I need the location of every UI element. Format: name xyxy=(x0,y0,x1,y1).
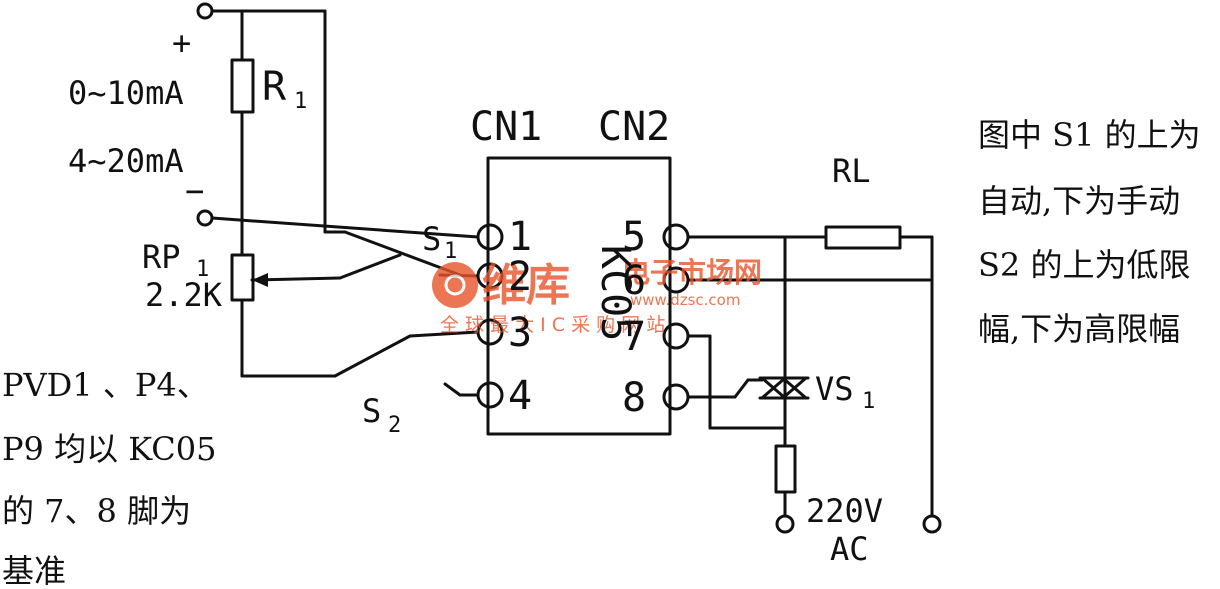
label-rp1-value: 2.2K xyxy=(145,276,223,314)
label-pin8: 8 xyxy=(622,375,646,421)
wires xyxy=(210,9,934,517)
watermark-title: 电子市场网 xyxy=(622,256,762,289)
label-pin7: 7 xyxy=(622,314,646,360)
watermark-logo-icon xyxy=(432,262,478,308)
left-note-line: P9 均以 KC05 xyxy=(2,430,217,468)
pin4-circle xyxy=(476,381,504,409)
label-pin4: 4 xyxy=(508,373,532,419)
right-note-line: 图中 S1 的上为 xyxy=(978,116,1201,154)
left-note-line: 基准 xyxy=(2,552,66,589)
chip-kc05 xyxy=(486,156,672,436)
label-range1: 0~10mA xyxy=(68,74,184,112)
label-r1-sub: 1 xyxy=(294,89,307,114)
pin3-circle xyxy=(476,318,504,346)
fuse xyxy=(774,444,797,494)
watermark-url: www.dzsc.com xyxy=(630,291,740,309)
label-plus: + xyxy=(172,24,191,62)
terminal-minus xyxy=(196,209,214,227)
pin6-circle xyxy=(662,266,690,294)
label-pin5: 5 xyxy=(622,214,646,260)
potentiometer-rp1 xyxy=(230,253,255,302)
left-note: PVD1 、P4、 P9 均以 KC05 的 7、8 脚为 基准 xyxy=(2,366,217,589)
label-range2: 4~20mA xyxy=(68,142,184,180)
wiper-arrow xyxy=(252,273,268,287)
label-s1: S xyxy=(422,220,441,258)
right-note: 图中 S1 的上为 自动,下为手动 S2 的上为低限 幅,下为高限幅 xyxy=(978,116,1201,348)
terminal-ac-2 xyxy=(922,514,942,534)
label-vs1: VS xyxy=(815,370,854,408)
pin-circles xyxy=(476,223,690,411)
left-note-line: 的 7、8 脚为 xyxy=(2,492,191,530)
label-pin6: 6 xyxy=(622,258,646,304)
resistor-r1 xyxy=(230,58,255,114)
triac-vs1 xyxy=(758,376,810,400)
watermark-tagline: 全 球 最 大 I C 采 购 网 站 xyxy=(440,314,665,336)
pin1-circle xyxy=(476,223,504,251)
label-s2: S xyxy=(362,392,381,430)
pin8-circle xyxy=(662,383,690,411)
label-chip: KC05 xyxy=(592,245,638,341)
right-note-line: S2 的上为低限 xyxy=(978,246,1190,284)
label-pin1: 1 xyxy=(508,214,532,260)
resistor-rl xyxy=(824,225,902,250)
label-s2-sub: 2 xyxy=(388,413,401,438)
label-minus: − xyxy=(185,172,204,210)
pin7-circle xyxy=(662,322,690,350)
terminals xyxy=(196,2,942,534)
right-note-line: 幅,下为高限幅 xyxy=(978,310,1180,348)
label-rp1: RP xyxy=(142,238,181,276)
label-vs1-sub: 1 xyxy=(862,389,875,414)
label-cn2: CN2 xyxy=(598,104,670,150)
watermark: 维库 电子市场网 www.dzsc.com 全 球 最 大 I C 采 购 网 … xyxy=(432,256,762,336)
labels: + − 0~10mA 4~20mA R 1 RP 1 2.2K S 1 S 2 … xyxy=(68,24,883,568)
pin2-circle xyxy=(476,262,504,290)
label-rl: RL xyxy=(832,152,871,190)
label-ac: AC xyxy=(830,530,869,568)
left-note-line: PVD1 、P4、 xyxy=(2,366,209,404)
terminal-ac-1 xyxy=(775,514,795,534)
terminal-plus xyxy=(196,2,214,20)
pin5-circle xyxy=(662,223,690,251)
right-note-line: 自动,下为手动 xyxy=(978,182,1180,220)
label-r1: R xyxy=(262,64,287,110)
label-cn1: CN1 xyxy=(470,104,542,150)
label-pin3: 3 xyxy=(508,310,532,356)
label-rp1-sub: 1 xyxy=(196,257,209,282)
label-pin2: 2 xyxy=(508,254,532,300)
watermark-brand: 维库 xyxy=(482,260,570,311)
label-s1-sub: 1 xyxy=(444,239,457,264)
label-ac-voltage: 220V xyxy=(806,492,883,530)
